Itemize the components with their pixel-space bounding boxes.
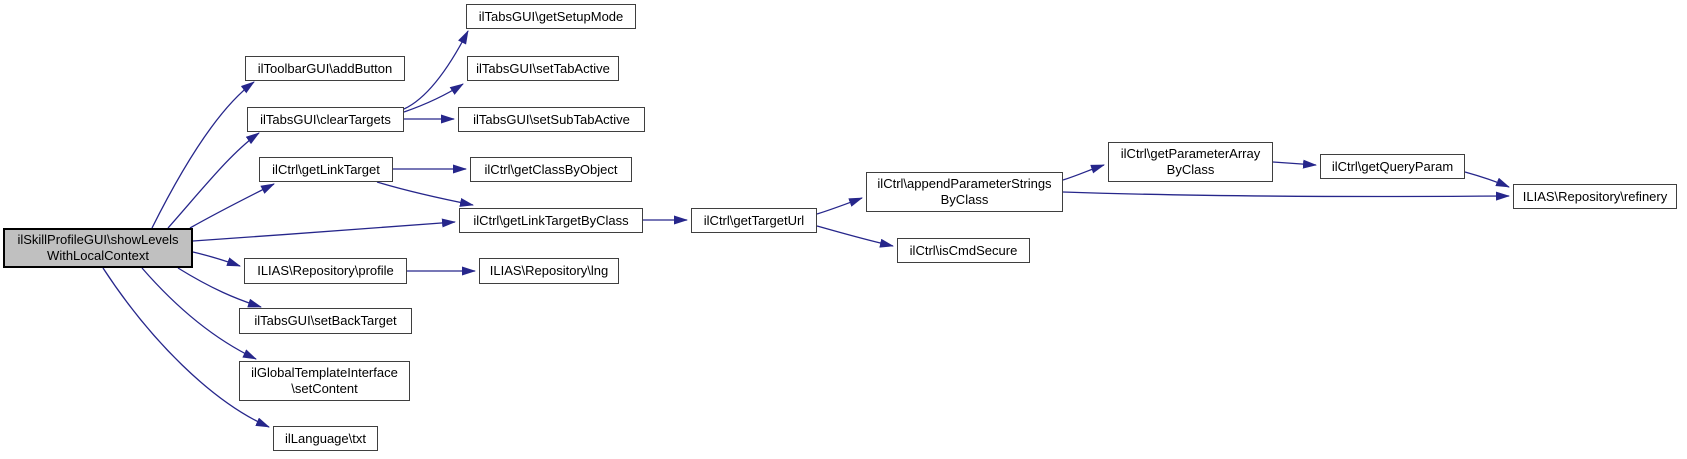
node-get-class-by-object[interactable]: ilCtrl\getClassByObject	[470, 157, 632, 182]
edge-clear-targets-to-get-setup-mode	[403, 30, 469, 110]
node-set-tab-active[interactable]: ilTabsGUI\setTabActive	[467, 56, 619, 81]
edge-main-to-get-link-target	[189, 183, 275, 229]
node-is-cmd-secure[interactable]: ilCtrl\isCmdSecure	[897, 238, 1030, 263]
node-txt[interactable]: ilLanguage\txt	[273, 426, 378, 451]
node-set-back-target[interactable]: ilTabsGUI\setBackTarget	[239, 308, 412, 334]
node-append-parameter-strings-by-class[interactable]: ilCtrl\appendParameterStrings ByClass	[866, 172, 1063, 212]
edge-get-target-url-to-is-cmd-secure	[816, 225, 894, 248]
edge-get-parameter-array-to-get-query-param	[1272, 159, 1317, 169]
edge-append-parameter-strings-to-refinery	[1062, 191, 1510, 201]
node-clear-targets[interactable]: ilTabsGUI\clearTargets	[247, 107, 404, 132]
node-get-link-target-by-class[interactable]: ilCtrl\getLinkTargetByClass	[459, 208, 643, 233]
node-show-levels-with-local-context[interactable]: ilSkillProfileGUI\showLevels WithLocalCo…	[3, 228, 193, 268]
node-profile[interactable]: ILIAS\Repository\profile	[244, 258, 407, 284]
node-get-setup-mode[interactable]: ilTabsGUI\getSetupMode	[466, 4, 636, 29]
edge-clear-targets-to-set-tab-active	[403, 83, 464, 113]
edge-main-to-clear-targets	[167, 132, 260, 229]
node-get-target-url[interactable]: ilCtrl\getTargetUrl	[691, 208, 817, 233]
node-set-sub-tab-active[interactable]: ilTabsGUI\setSubTabActive	[458, 107, 645, 132]
edge-get-target-url-to-append-parameter-strings-by-class	[816, 197, 863, 215]
edge-append-parameter-strings-to-get-parameter-array	[1062, 164, 1105, 181]
edge-main-to-add-button	[151, 81, 255, 229]
edge-get-query-param-to-refinery	[1464, 171, 1510, 188]
node-set-content[interactable]: ilGlobalTemplateInterface \setContent	[239, 361, 410, 401]
edge-main-to-txt	[102, 267, 270, 428]
node-get-link-target[interactable]: ilCtrl\getLinkTarget	[259, 157, 393, 182]
node-get-query-param[interactable]: ilCtrl\getQueryParam	[1320, 154, 1465, 179]
edge-main-to-profile	[192, 251, 241, 267]
edge-get-link-target-to-get-link-target-by-class	[376, 181, 474, 207]
node-add-button[interactable]: ilToolbarGUI\addButton	[245, 56, 405, 81]
node-get-parameter-array-by-class[interactable]: ilCtrl\getParameterArray ByClass	[1108, 142, 1273, 182]
node-refinery[interactable]: ILIAS\Repository\refinery	[1513, 184, 1677, 209]
node-lng[interactable]: ILIAS\Repository\lng	[479, 258, 619, 284]
edge-main-to-get-link-target-by-class	[192, 218, 456, 242]
